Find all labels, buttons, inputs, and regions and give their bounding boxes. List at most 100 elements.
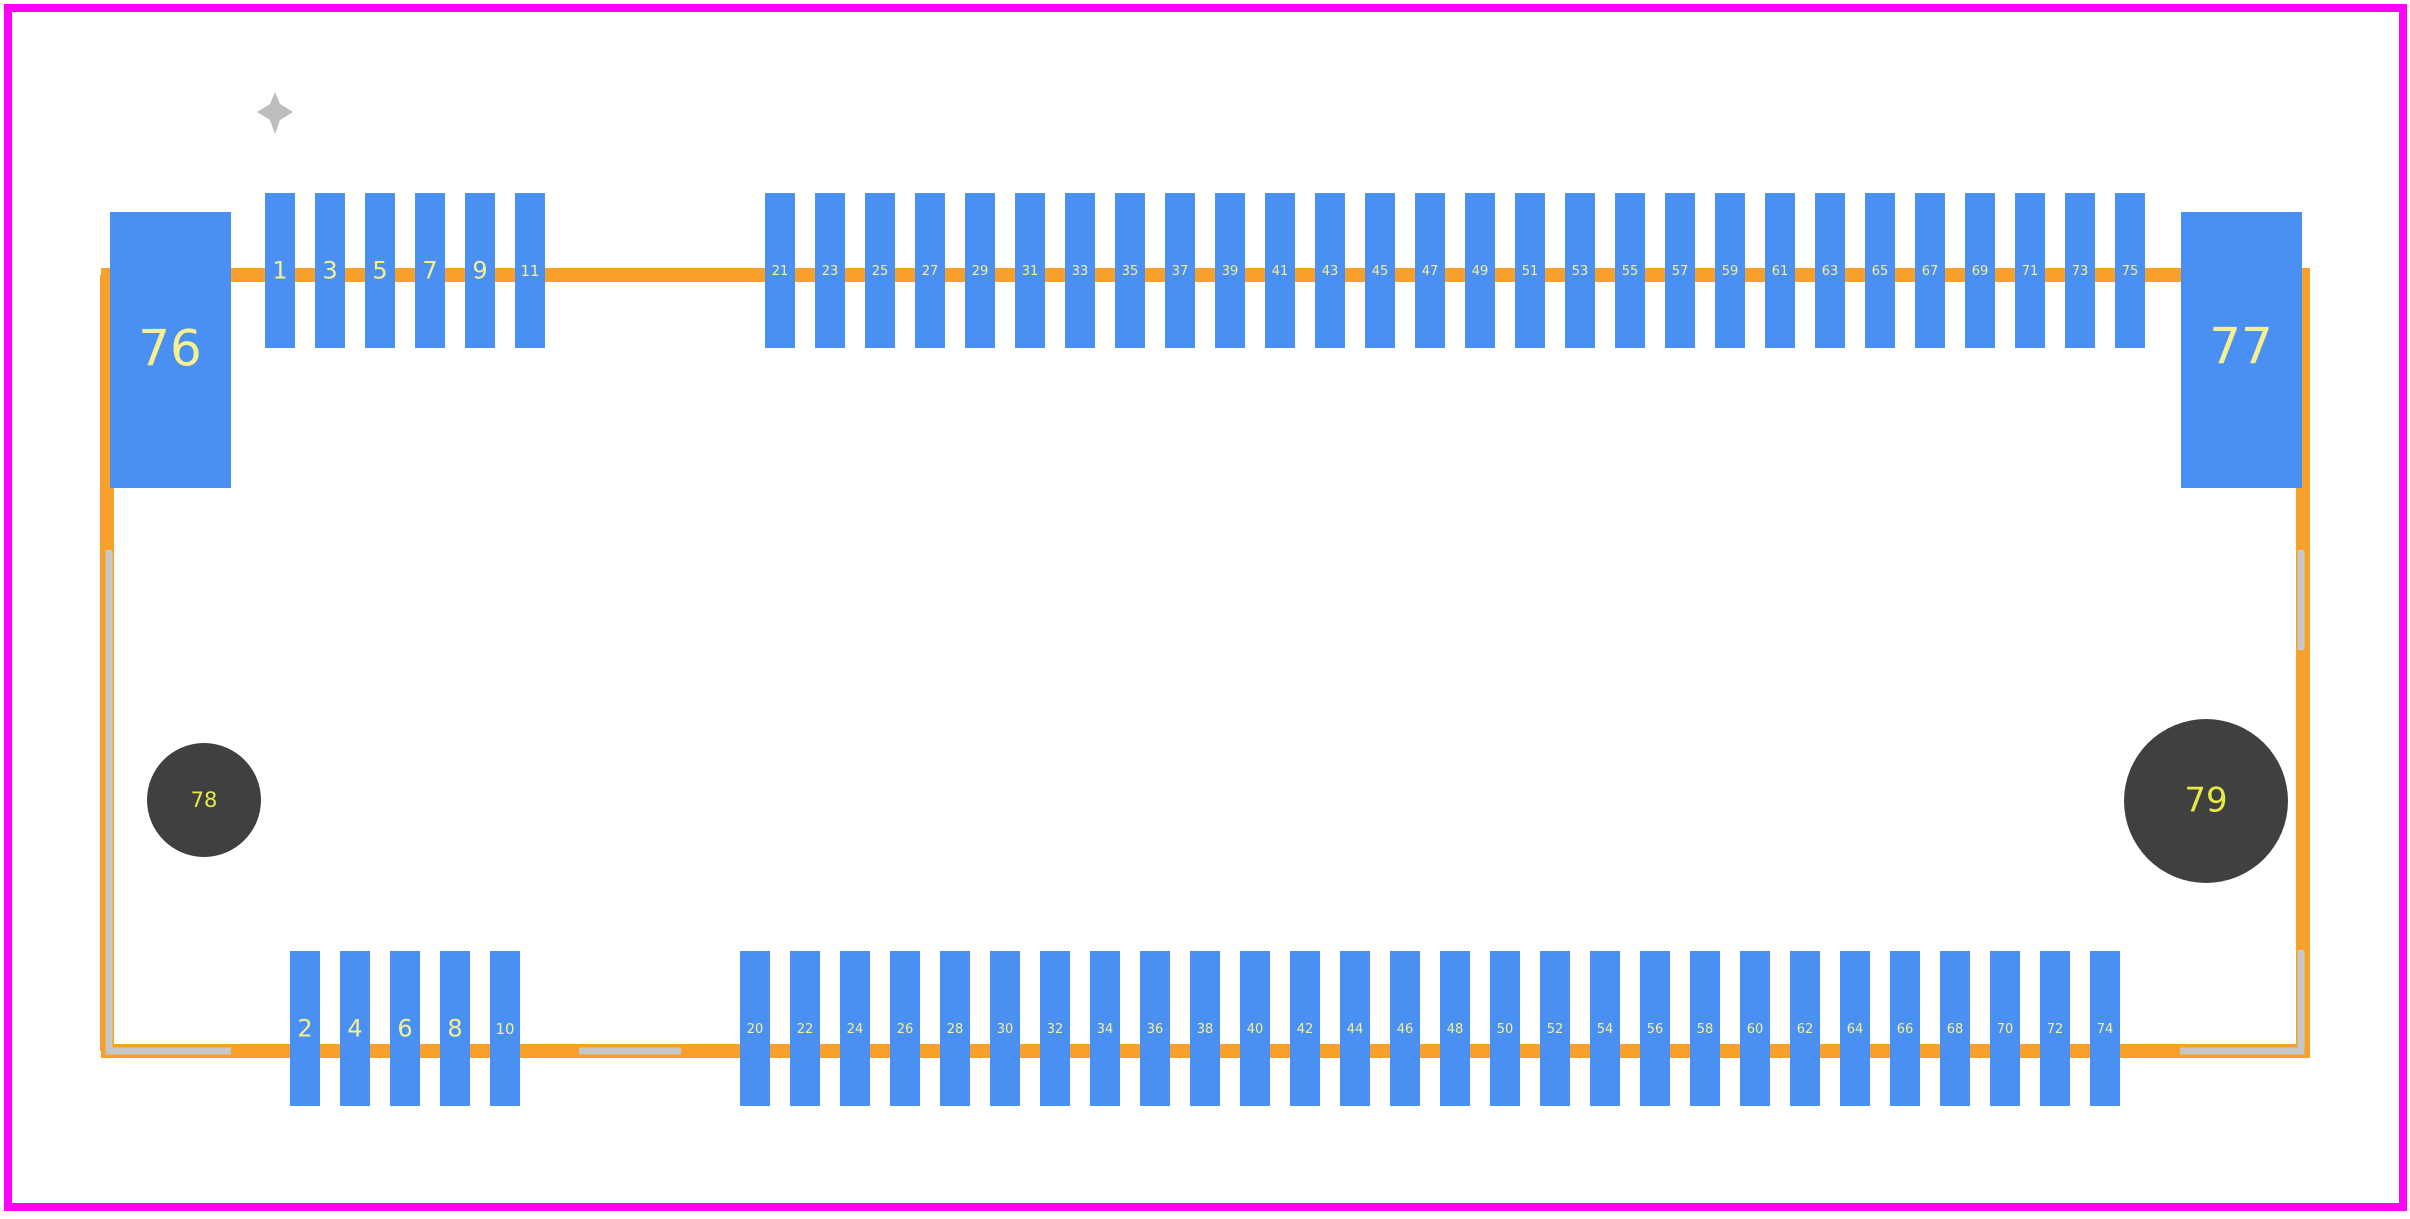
pad-rect	[415, 193, 445, 348]
smd-pad-8: 8	[440, 951, 470, 1106]
pad-label: 69	[1972, 264, 1989, 279]
pad-label: 74	[2097, 1022, 2114, 1037]
pad-rect	[1990, 951, 2020, 1106]
smd-pad-9: 9	[465, 193, 495, 348]
pad-label: 33	[1072, 264, 1089, 279]
pad-rect	[1540, 951, 1570, 1106]
smd-pad-23: 23	[815, 193, 845, 348]
smd-pad-51: 51	[1515, 193, 1545, 348]
pad-rect	[1615, 193, 1645, 348]
pad-label: 22	[797, 1022, 814, 1037]
pad-label: 48	[1447, 1022, 1464, 1037]
pad-label: 46	[1397, 1022, 1414, 1037]
hole-label: 79	[2184, 781, 2227, 821]
pad-rect	[1790, 951, 1820, 1106]
smd-pad-1: 1	[265, 193, 295, 348]
pad-rect	[1015, 193, 1045, 348]
pad-label: 25	[872, 264, 889, 279]
mount-pad-left: 76	[110, 212, 231, 488]
pad-label: 7	[422, 257, 437, 285]
pad-rect	[1190, 951, 1220, 1106]
pad-rect	[1090, 951, 1120, 1106]
pad-rect	[1765, 193, 1795, 348]
pad-label: 56	[1647, 1022, 1664, 1037]
smd-pad-32: 32	[1040, 951, 1070, 1106]
smd-pad-37: 37	[1165, 193, 1195, 348]
fab-outline	[105, 550, 2305, 1055]
pad-rect	[1690, 951, 1720, 1106]
smd-pad-71: 71	[2015, 193, 2045, 348]
pad-rect	[865, 193, 895, 348]
pad-rect	[1040, 951, 1070, 1106]
smd-pad-10: 10	[490, 951, 520, 1106]
pad-label: 42	[1297, 1022, 1314, 1037]
pad-rect	[1440, 951, 1470, 1106]
pad-rect	[1965, 193, 1995, 348]
smd-pad-65: 65	[1865, 193, 1895, 348]
pad-rect	[840, 951, 870, 1106]
silkscreen-outline	[100, 268, 2310, 1058]
fab-left-corner	[105, 550, 231, 1055]
pad-label: 36	[1147, 1022, 1164, 1037]
pad-rect	[790, 951, 820, 1106]
pad-label: 57	[1672, 264, 1689, 279]
smd-pad-36: 36	[1140, 951, 1170, 1106]
pad-label: 44	[1347, 1022, 1364, 1037]
pad-rect	[515, 193, 545, 348]
pad-rect	[1165, 193, 1195, 348]
pad-rect	[1865, 193, 1895, 348]
smd-pad-20: 20	[740, 951, 770, 1106]
pad-label: 31	[1022, 264, 1039, 279]
pad-label: 6	[397, 1015, 412, 1043]
pad-label: 66	[1897, 1022, 1914, 1037]
pad-label: 62	[1797, 1022, 1814, 1037]
pad-label: 41	[1272, 264, 1289, 279]
smd-pad-49: 49	[1465, 193, 1495, 348]
pad-rect	[915, 193, 945, 348]
pad-rect	[1265, 193, 1295, 348]
hole-label: 78	[191, 788, 218, 812]
pad-label: 8	[447, 1015, 462, 1043]
pad-label: 71	[2022, 264, 2039, 279]
smd-pad-30: 30	[990, 951, 1020, 1106]
pad-label: 35	[1122, 264, 1139, 279]
pad-rect	[440, 951, 470, 1106]
smd-pad-60: 60	[1740, 951, 1770, 1106]
pad-label: 59	[1722, 264, 1739, 279]
pad-label: 39	[1222, 264, 1239, 279]
smd-pad-42: 42	[1290, 951, 1320, 1106]
pad-rect	[890, 951, 920, 1106]
smd-pad-21: 21	[765, 193, 795, 348]
smd-pad-72: 72	[2040, 951, 2070, 1106]
pad-label: 55	[1622, 264, 1639, 279]
smd-pad-66: 66	[1890, 951, 1920, 1106]
pad-rect	[315, 193, 345, 348]
smd-pad-61: 61	[1765, 193, 1795, 348]
pad-label: 30	[997, 1022, 1014, 1037]
pad-label: 53	[1572, 264, 1589, 279]
pad-rect	[1315, 193, 1345, 348]
smd-pad-69: 69	[1965, 193, 1995, 348]
smd-pad-31: 31	[1015, 193, 1045, 348]
pad-rect	[1565, 193, 1595, 348]
smd-pad-46: 46	[1390, 951, 1420, 1106]
pad-label: 65	[1872, 264, 1889, 279]
pad-label: 70	[1997, 1022, 2014, 1037]
smd-pad-59: 59	[1715, 193, 1745, 348]
pad-rect	[1065, 193, 1095, 348]
smd-pad-38: 38	[1190, 951, 1220, 1106]
smd-pad-68: 68	[1940, 951, 1970, 1106]
pad-rect	[1465, 193, 1495, 348]
smd-pad-47: 47	[1415, 193, 1445, 348]
smd-pad-35: 35	[1115, 193, 1145, 348]
pad-label: 60	[1747, 1022, 1764, 1037]
pad-label: 54	[1597, 1022, 1614, 1037]
pad-label: 34	[1097, 1022, 1114, 1037]
pad-rect	[815, 193, 845, 348]
pad-label: 32	[1047, 1022, 1064, 1037]
smd-pad-67: 67	[1915, 193, 1945, 348]
smd-pad-6: 6	[390, 951, 420, 1106]
pad-rect	[1915, 193, 1945, 348]
courtyard-outline	[4, 4, 2407, 1211]
pad-label: 50	[1497, 1022, 1514, 1037]
